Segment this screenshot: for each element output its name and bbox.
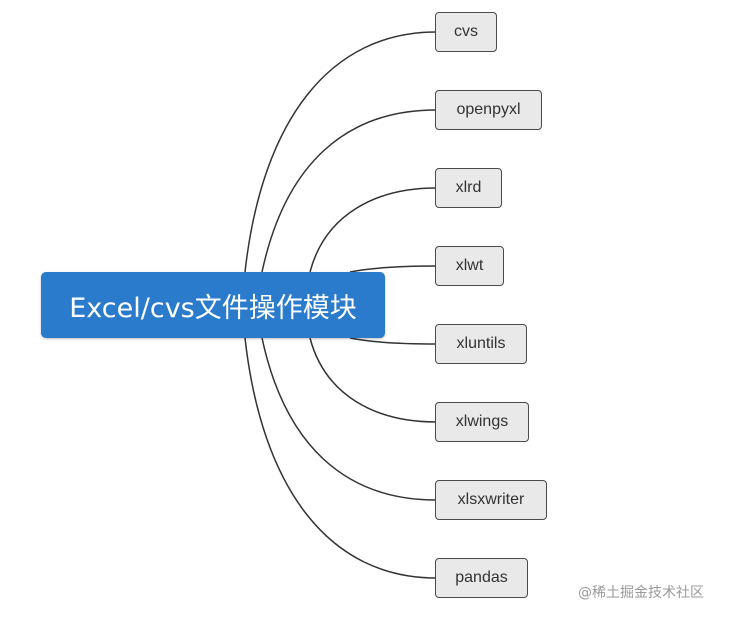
node-xlrd[interactable]: xlrd [435, 168, 502, 208]
watermark: @稀土掘金技术社区 [578, 585, 704, 601]
node-xluntils-label: xluntils [456, 335, 506, 352]
connector-xluntils [349, 337, 437, 345]
connector-xlrd [309, 187, 437, 273]
node-cvs[interactable]: cvs [435, 12, 497, 52]
node-xlwings[interactable]: xlwings [435, 402, 529, 442]
root-topic[interactable]: Excel/cvs文件操作模块 [41, 272, 385, 338]
connector-xlwings [309, 337, 437, 423]
connector-cvs [244, 31, 437, 273]
node-openpyxl[interactable]: openpyxl [435, 90, 542, 130]
node-xlsxwriter-label: xlsxwriter [457, 491, 525, 508]
connector-pandas [244, 337, 437, 579]
node-openpyxl-label: openpyxl [456, 101, 521, 118]
node-xluntils[interactable]: xluntils [435, 324, 527, 364]
node-xlsxwriter[interactable]: xlsxwriter [435, 480, 547, 520]
connector-openpyxl [261, 109, 437, 273]
node-xlwings-label: xlwings [455, 413, 509, 430]
connector-xlwt [349, 265, 437, 273]
connector-xlsxwriter [261, 337, 437, 501]
node-cvs-label: cvs [454, 23, 478, 40]
node-xlwt-label: xlwt [455, 257, 484, 274]
root-topic-label: Excel/cvs文件操作模块 [69, 292, 357, 324]
node-pandas[interactable]: pandas [435, 558, 528, 598]
node-pandas-label: pandas [455, 569, 508, 586]
node-xlwt[interactable]: xlwt [435, 246, 504, 286]
node-xlrd-label: xlrd [455, 179, 482, 196]
